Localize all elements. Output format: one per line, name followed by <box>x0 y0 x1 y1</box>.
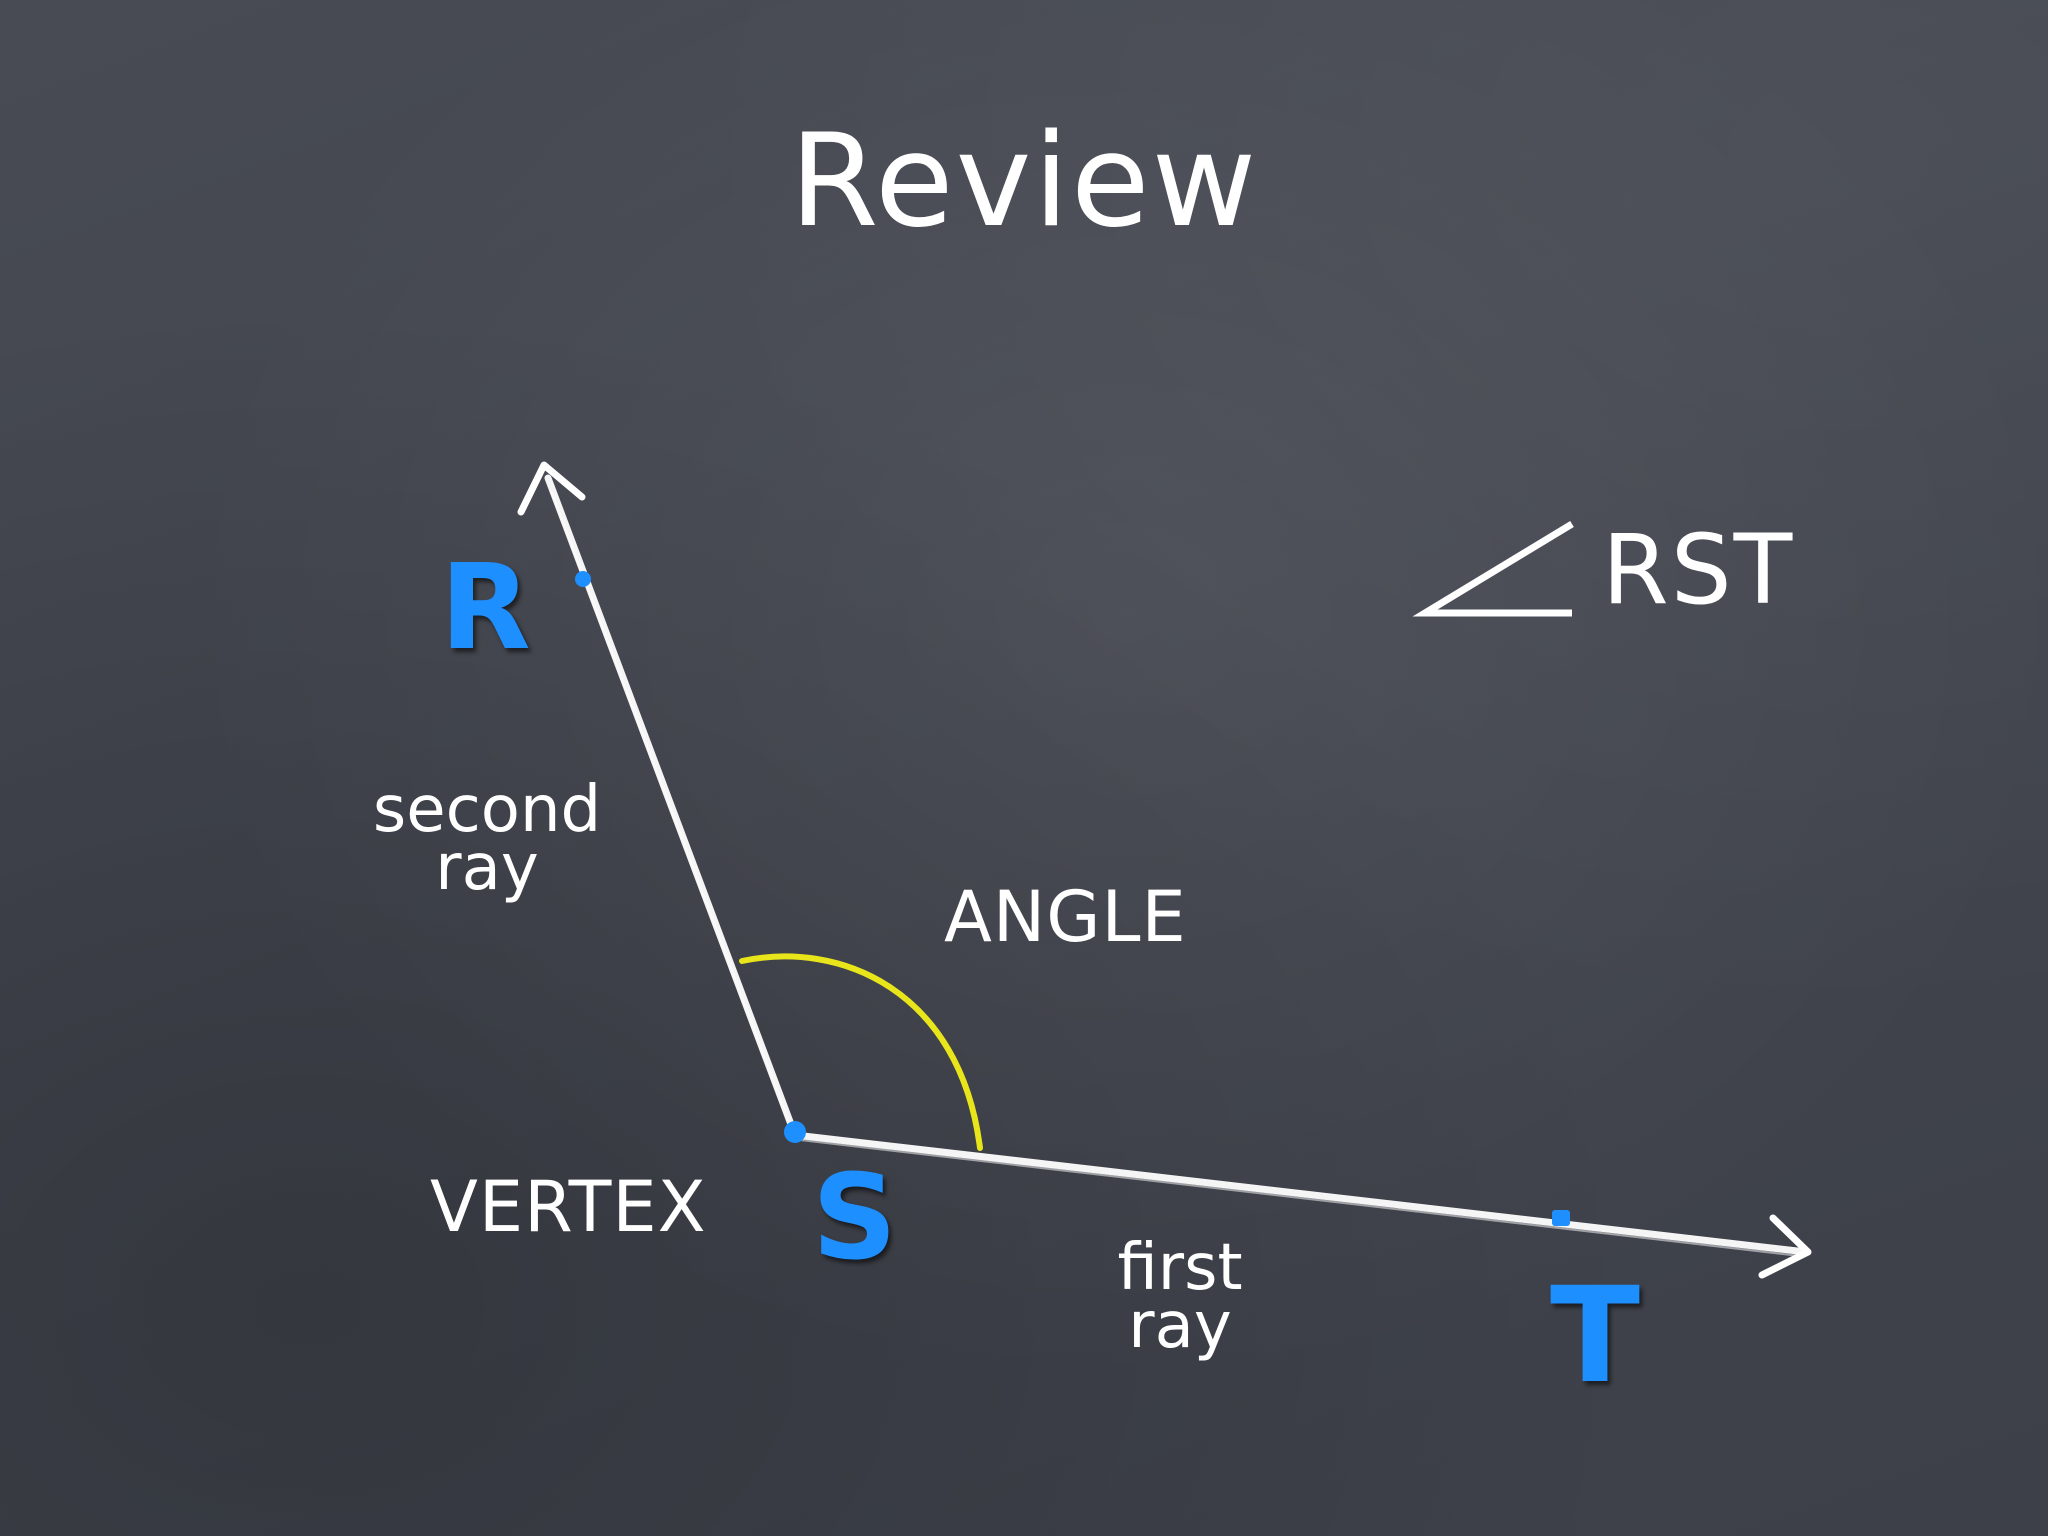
point-t-label: T <box>1550 1259 1641 1413</box>
angle-symbol-icon <box>1412 521 1574 617</box>
page-title: Review <box>789 107 1259 256</box>
angle-arc <box>739 953 983 1151</box>
second-ray-arrowhead-icon <box>517 461 586 516</box>
second-ray-label-line2: ray <box>435 830 539 905</box>
first-ray-arrowhead-icon <box>1758 1214 1812 1279</box>
angle-label: ANGLE <box>944 876 1187 958</box>
angle-notation: RST <box>1602 514 1795 626</box>
second-ray-label: second ray <box>362 773 612 905</box>
point-r-label: R <box>440 538 531 676</box>
point-s-label: S <box>812 1148 897 1286</box>
first-ray-label: first ray <box>1080 1231 1280 1363</box>
point-s-marker <box>784 1121 806 1143</box>
point-t-marker <box>1552 1210 1570 1226</box>
first-ray <box>791 1131 1810 1257</box>
second-ray-label-line1: second <box>372 773 602 847</box>
first-ray-label-line2: ray <box>1128 1288 1232 1363</box>
first-ray-label-line1: first <box>1117 1231 1243 1305</box>
point-r-marker <box>575 571 591 587</box>
vertex-label: VERTEX <box>430 1166 707 1248</box>
second-ray <box>544 474 799 1139</box>
